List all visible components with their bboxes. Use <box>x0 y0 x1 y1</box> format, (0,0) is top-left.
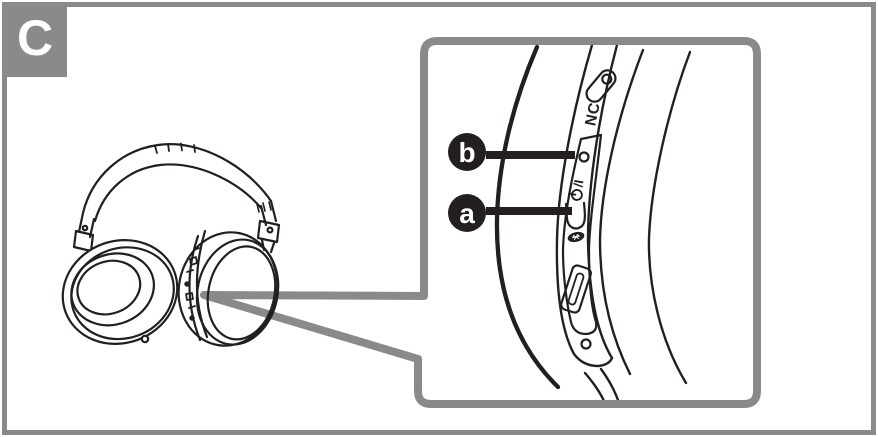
label-circle-b <box>448 133 486 171</box>
headband-outer <box>81 143 273 215</box>
nc-label: NC <box>582 101 603 127</box>
right-hinge <box>256 199 281 254</box>
power-slider-icon <box>564 201 586 230</box>
left-hinge <box>72 211 96 253</box>
cup-outer-curve-2 <box>647 50 692 385</box>
band-right-edge <box>586 45 619 360</box>
micro-usb-port-icon <box>560 264 592 314</box>
headband-stitches <box>154 142 196 154</box>
section-label: C <box>16 10 54 66</box>
edge-continuation <box>599 367 620 400</box>
left-ear-cup <box>61 239 179 345</box>
power-standby-icon: /I <box>568 179 586 201</box>
section-label-box: C <box>3 3 67 77</box>
mini-controls <box>184 247 200 321</box>
callout-labels: b a <box>448 133 575 232</box>
cup-hole-icon <box>140 334 150 344</box>
headband-inner <box>93 163 263 223</box>
led-hole-icon <box>578 151 590 163</box>
headphones-illustration <box>61 142 281 347</box>
label-letter-a: a <box>459 198 475 229</box>
power-marking-text: /I <box>570 179 586 189</box>
edge-continuation <box>583 371 606 400</box>
callout-interior: NC /I <box>494 45 692 400</box>
earpad-rim-arc <box>494 45 561 390</box>
switch-plate <box>561 133 603 336</box>
band-left-edge <box>555 45 614 368</box>
cup-outer-curve-1 <box>598 48 645 376</box>
label-letter-b: b <box>458 137 475 168</box>
label-circle-a <box>448 194 486 232</box>
nc-switch-slider-icon <box>585 69 617 103</box>
right-ear-cup <box>177 229 280 347</box>
bluetooth-icon <box>567 231 585 243</box>
microphone-hole-icon <box>580 338 592 350</box>
